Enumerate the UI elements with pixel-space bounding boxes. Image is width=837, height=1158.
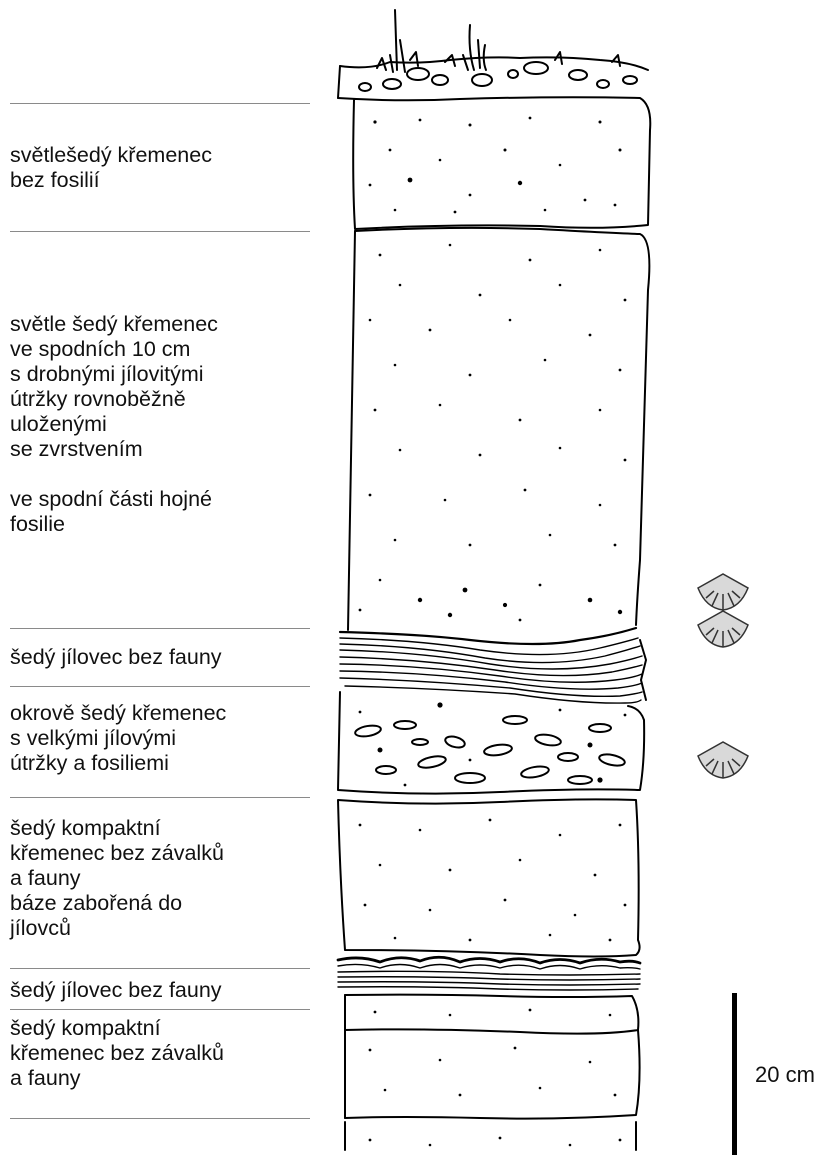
grain-dots [359, 117, 627, 1147]
brachiopod-fossil-icon [698, 574, 748, 610]
soil-layer [338, 10, 648, 98]
quartzite-bed [345, 995, 640, 1150]
brachiopod-fossil-icon [698, 742, 748, 778]
quartzite-bed [348, 228, 649, 630]
claystone-bed [340, 628, 646, 703]
scale-bar [732, 993, 737, 1155]
claystone-bed [338, 957, 640, 990]
brachiopod-fossil-icon [698, 611, 748, 647]
quartzite-bed [338, 799, 640, 956]
quartzite-bed [338, 97, 650, 229]
scale-label: 20 cm [755, 1062, 815, 1088]
